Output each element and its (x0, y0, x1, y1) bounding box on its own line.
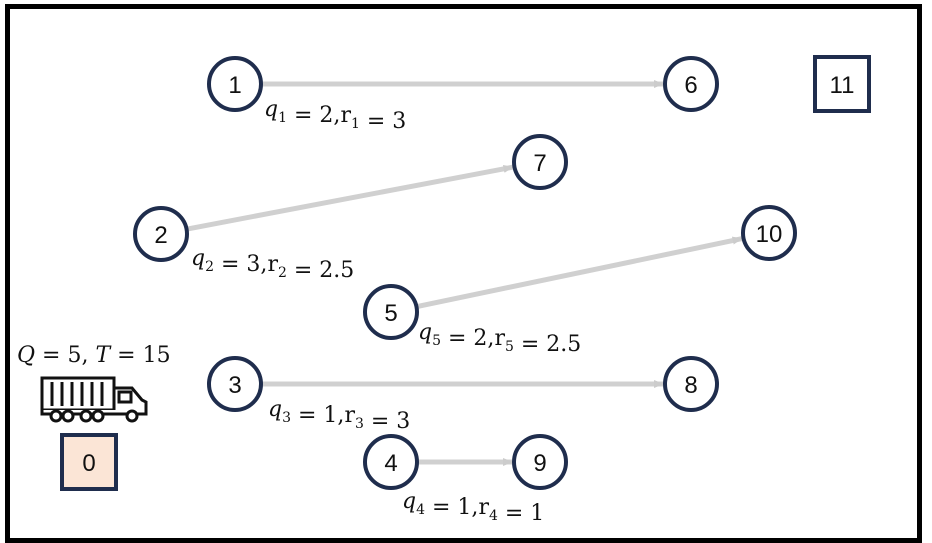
edge-label-1-6: q1 = 2,r1 = 3 (264, 97, 406, 134)
node-label-2: 2 (154, 222, 167, 249)
time-symbol: T (95, 343, 112, 368)
truck-icon (40, 376, 148, 423)
node-6: 6 (663, 56, 719, 112)
capacity-value: 5 (67, 343, 81, 368)
node-label-5: 5 (384, 300, 397, 327)
node-label-4: 4 (384, 450, 397, 477)
node-label-11: 11 (830, 72, 855, 99)
node-label-3: 3 (228, 372, 241, 399)
edge-2-to-7 (186, 164, 514, 232)
node-10: 10 (741, 205, 797, 261)
edge-5-to-10 (415, 236, 743, 310)
edge-label-2-7: q2 = 3,r2 = 2.5 (191, 246, 354, 283)
node-label-0: 0 (82, 450, 95, 477)
edge-label-5-10: q5 = 2,r5 = 2.5 (418, 320, 581, 357)
node-5: 5 (363, 284, 419, 340)
node-1: 1 (207, 56, 263, 112)
node-label-9: 9 (533, 450, 546, 477)
node-label-7: 7 (533, 150, 546, 177)
edge-label-3-8: q3 = 1,r3 = 3 (268, 397, 410, 434)
diagram-frame (5, 4, 922, 543)
capacity-symbol: Q (17, 343, 35, 368)
time-value: 15 (143, 343, 171, 368)
node-3: 3 (207, 356, 263, 412)
edge-label-4-9: q4 = 1,r4 = 1 (402, 489, 544, 526)
node-4: 4 (363, 434, 419, 490)
square-node-11: 11 (813, 55, 871, 113)
node-8: 8 (663, 356, 719, 412)
node-label-1: 1 (228, 72, 241, 99)
node-label-10: 10 (756, 221, 783, 248)
node-label-8: 8 (684, 372, 697, 399)
node-7: 7 (512, 134, 568, 190)
node-9: 9 (512, 434, 568, 490)
vehicle-constraint-label: Q = 5, T = 15 (17, 343, 171, 368)
node-2: 2 (133, 206, 189, 262)
node-label-6: 6 (684, 72, 697, 99)
square-node-0: 0 (60, 433, 118, 491)
